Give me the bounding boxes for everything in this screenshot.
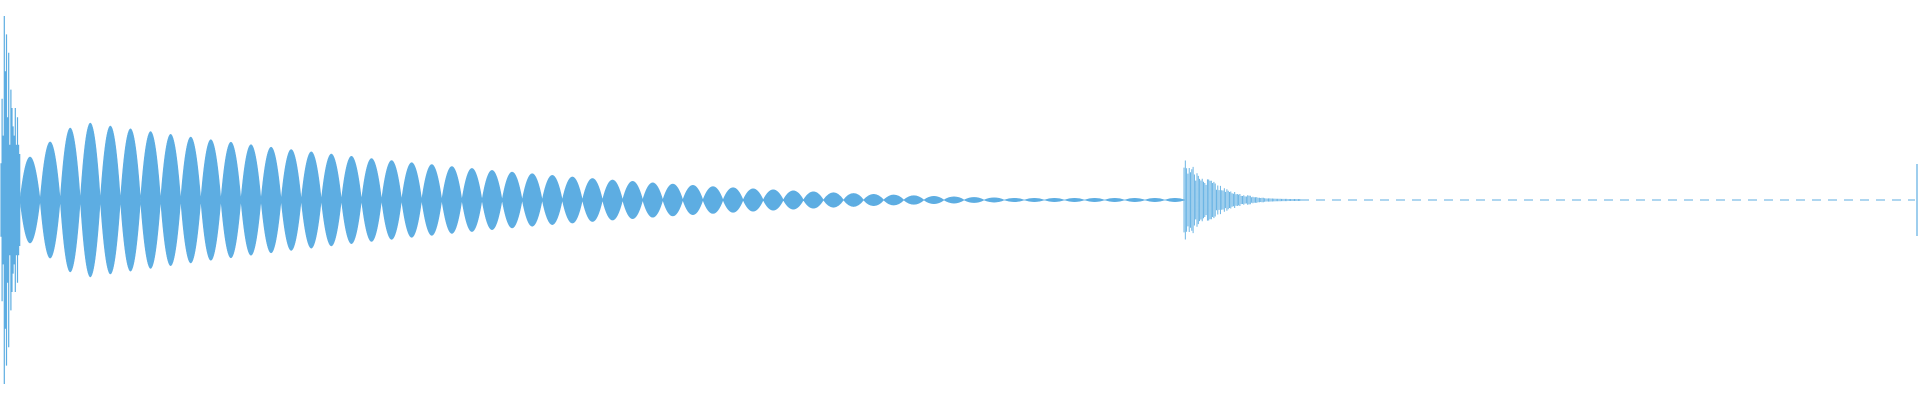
waveform-lower-envelope <box>19 199 1186 277</box>
waveform-secondary-transient <box>1183 160 1301 240</box>
waveform-initial-transient <box>0 16 21 384</box>
waveform-upper-envelope <box>19 123 1186 201</box>
